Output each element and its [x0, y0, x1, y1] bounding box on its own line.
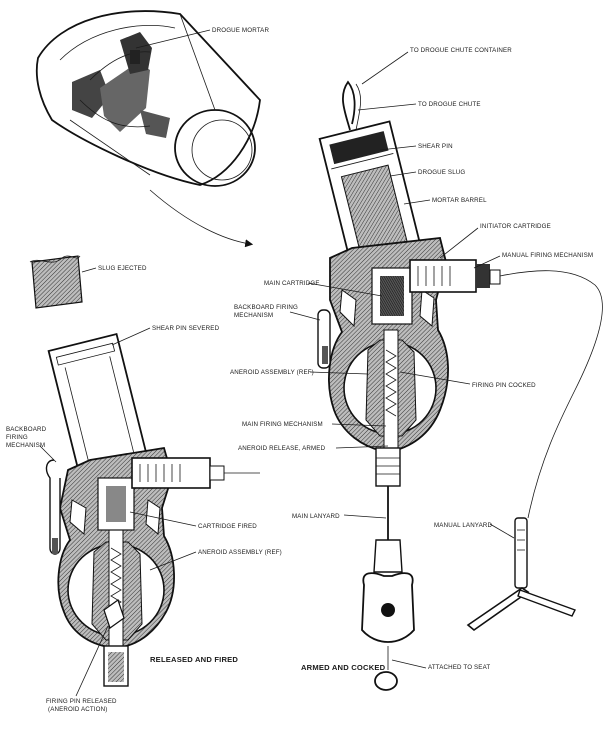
label-main-firing-mechanism: MAIN FIRING MECHANISM — [242, 421, 323, 428]
label-shear-pin-severed: SHEAR PIN SEVERED — [152, 325, 220, 332]
label-backboard-left-2: FIRING — [6, 434, 28, 441]
label-firing-pin-released-1: FIRING PIN RELEASED — [46, 698, 117, 705]
ejected-slug — [29, 255, 83, 309]
label-mortar-barrel: MORTAR BARREL — [432, 197, 487, 204]
label-initiator-cartridge: INITIATOR CARTRIDGE — [480, 223, 551, 230]
label-manual-firing-mechanism: MANUAL FIRING MECHANISM — [502, 252, 593, 259]
label-slug-ejected: SLUG EJECTED — [98, 265, 147, 272]
label-cartridge-fired: CARTRIDGE FIRED — [198, 523, 257, 530]
label-to-drogue-chute: TO DROGUE CHUTE — [418, 101, 481, 108]
label-drogue-slug: DROGUE SLUG — [418, 169, 465, 176]
caption-released-and-fired: RELEASED AND FIRED — [150, 655, 238, 664]
label-backboard-left-3: MECHANISM — [6, 442, 45, 449]
label-firing-pin-released-2: (ANEROID ACTION) — [48, 706, 107, 713]
label-aneroid-assembly-right: ANEROID ASSEMBLY (REF) — [230, 369, 314, 376]
label-drogue-mortar: DROGUE MORTAR — [212, 27, 269, 34]
label-backboard-firing-right-1: BACKBOARD FIRING — [234, 304, 298, 311]
capsule-illustration — [35, 10, 261, 248]
capsule-equipment — [72, 32, 170, 138]
label-attached-to-seat: ATTACHED TO SEAT — [428, 664, 490, 671]
label-backboard-left-1: BACKBOARD — [6, 426, 47, 433]
released-fired-assembly — [45, 332, 260, 687]
label-firing-pin-cocked: FIRING PIN COCKED — [472, 382, 536, 389]
view-arrow — [149, 189, 254, 248]
label-manual-lanyard: MANUAL LANYARD — [434, 522, 493, 529]
caption-armed-and-cocked: ARMED AND COCKED — [301, 663, 386, 672]
label-backboard-firing-right-2: MECHANISM — [234, 312, 273, 319]
label-main-cartridge: MAIN CARTRIDGE — [264, 280, 320, 287]
label-aneroid-release-armed: ANEROID RELEASE, ARMED — [238, 445, 326, 452]
label-aneroid-assembly-left: ANEROID ASSEMBLY (REF) — [198, 549, 282, 556]
label-to-drogue-chute-container: TO DROGUE CHUTE CONTAINER — [410, 47, 512, 54]
label-shear-pin: SHEAR PIN — [418, 143, 453, 150]
label-main-lanyard: MAIN LANYARD — [292, 513, 340, 520]
